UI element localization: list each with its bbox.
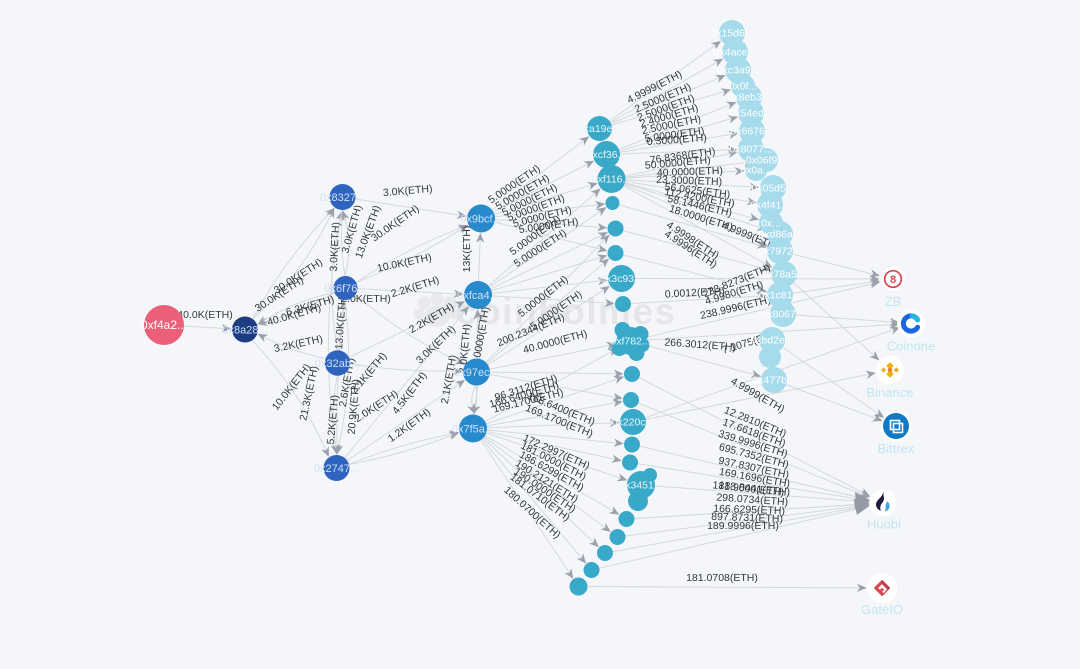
svg-text:0x8327...: 0x8327... — [320, 192, 365, 204]
svg-text:0x97ec...: 0x97ec... — [454, 367, 499, 379]
svg-text:0xc3a9...: 0xc3a9... — [717, 65, 760, 77]
svg-text:50.0000(ETH): 50.0000(ETH) — [644, 154, 711, 172]
svg-text:0x6676...: 0x6676... — [730, 126, 773, 138]
svg-text:coinholmes: coinholmes — [456, 291, 677, 332]
svg-text:0x...: 0x... — [761, 218, 781, 230]
svg-text:166.6295(ETH): 166.6295(ETH) — [713, 503, 785, 517]
svg-text:13.0K(ETH): 13.0K(ETH) — [333, 294, 349, 350]
svg-text:ZB: ZB — [885, 294, 902, 309]
svg-text:0x9bcf...: 0x9bcf... — [460, 213, 502, 225]
svg-text:0x1c81...: 0x1c81... — [759, 290, 802, 302]
svg-text:0x8077...: 0x8077... — [729, 144, 772, 156]
svg-text:0x4ace...: 0x4ace... — [714, 47, 757, 59]
svg-text:Coinone: Coinone — [887, 339, 935, 354]
svg-text:0x0a...: 0x0a... — [740, 165, 772, 177]
svg-text:8: 8 — [890, 274, 896, 286]
svg-text:0x54ed...: 0x54ed... — [729, 108, 772, 120]
svg-text:0x7f5a...: 0x7f5a... — [452, 423, 494, 435]
svg-text:0x8067...: 0x8067... — [761, 309, 804, 321]
svg-text:3.0K(ETH): 3.0K(ETH) — [328, 222, 343, 272]
svg-text:0x4f41...: 0x4f41... — [750, 200, 790, 212]
svg-text:0.0012(ETH): 0.0012(ETH) — [665, 285, 726, 300]
svg-text:0x8eb3...: 0x8eb3... — [727, 92, 770, 104]
svg-text:0x06f9...: 0x06f9... — [746, 155, 786, 167]
svg-text:0xd86a...: 0xd86a... — [758, 229, 801, 241]
svg-text:40.0000(ETH): 40.0000(ETH) — [657, 165, 723, 179]
svg-text:0x05d5...: 0x05d5... — [751, 183, 794, 195]
svg-text:GateIO: GateIO — [861, 602, 903, 617]
svg-text:0.3000(ETH): 0.3000(ETH) — [646, 132, 707, 148]
svg-text:0x477b...: 0x477b... — [752, 375, 795, 387]
svg-text:Bittrex: Bittrex — [878, 441, 915, 456]
svg-text:0xf116...: 0xf116... — [592, 174, 632, 186]
svg-text:0x220c...: 0x220c... — [612, 417, 655, 429]
svg-text:0x7972...: 0x7972... — [758, 246, 801, 258]
svg-text:298.0734(ETH): 298.0734(ETH) — [716, 492, 788, 509]
svg-text:0x0f...: 0x0f... — [729, 81, 758, 93]
svg-text:0x3c93...: 0x3c93... — [600, 273, 643, 285]
svg-text:189.9996(ETH): 189.9996(ETH) — [707, 520, 779, 532]
svg-text:0xf4a2...: 0xf4a2... — [141, 318, 187, 332]
svg-text:266.3012(ETH): 266.3012(ETH) — [664, 337, 736, 354]
svg-text:0xf782...: 0xf782... — [610, 336, 650, 348]
svg-text:13K(ETH): 13K(ETH) — [461, 226, 473, 273]
svg-text:0xbd2e...: 0xbd2e... — [750, 335, 793, 347]
svg-text:181.0708(ETH): 181.0708(ETH) — [686, 572, 758, 584]
svg-text:0x8a28...: 0x8a28... — [222, 324, 267, 336]
svg-text:5.2K(ETH): 5.2K(ETH) — [325, 395, 341, 445]
svg-text:0x3451...: 0x3451... — [619, 480, 662, 492]
svg-text:Binance: Binance — [867, 385, 914, 400]
svg-text:897.8731(ETH): 897.8731(ETH) — [711, 511, 783, 525]
svg-text:0x6f76...: 0x6f76... — [324, 283, 366, 295]
svg-text:0xcf36...: 0xcf36... — [587, 149, 627, 161]
svg-text:Huobi: Huobi — [867, 517, 901, 532]
svg-text:0x15d6...: 0x15d6... — [710, 28, 753, 40]
svg-text:0x2747...: 0x2747... — [314, 463, 359, 475]
svg-text:0x32ab...: 0x32ab... — [315, 358, 360, 370]
svg-text:20.9K(ETH): 20.9K(ETH) — [346, 379, 363, 435]
svg-text:40.0K(ETH): 40.0K(ETH) — [177, 309, 232, 321]
svg-text:23.3000(ETH): 23.3000(ETH) — [656, 174, 722, 188]
svg-text:0xfca4...: 0xfca4... — [457, 290, 499, 302]
svg-text:0x78a5...: 0x78a5... — [762, 269, 805, 281]
svg-text:3.0K(ETH): 3.0K(ETH) — [383, 183, 433, 199]
svg-text:0xa19e...: 0xa19e... — [578, 123, 621, 135]
